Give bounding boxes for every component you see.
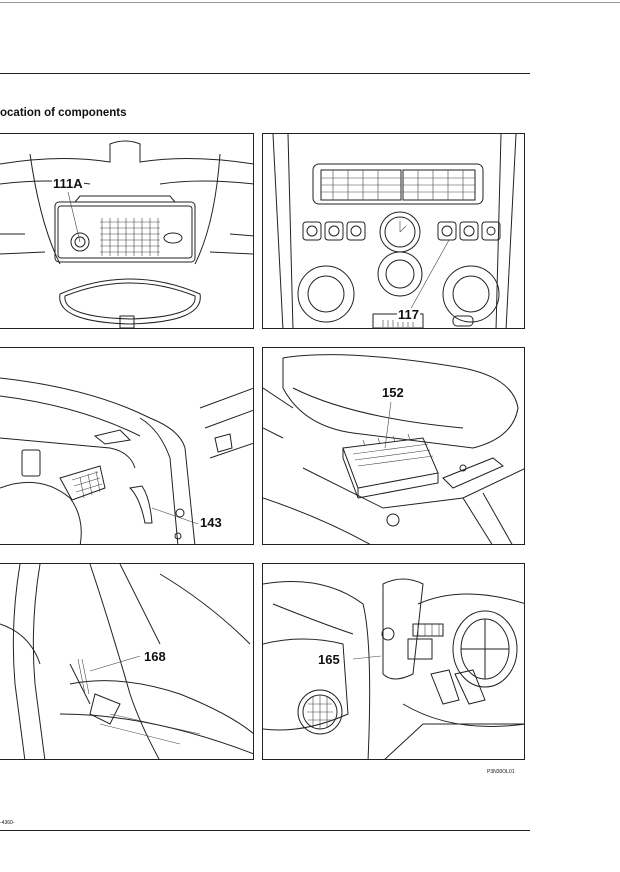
callout-label: 165 [317,652,341,667]
section-title: ocation of components [0,107,127,119]
header-rule [0,73,530,74]
footer-rule [0,830,530,831]
callout-label: 168 [143,649,167,664]
diagram-panel-door-pillar: 168 [0,563,254,760]
diagram-panel-a-pillar: 143 [0,347,254,545]
footer-code: -4360- [0,820,15,826]
callout-label: 111A [52,176,84,191]
diagram-panel-driver-side: 165 [262,563,525,760]
callout-label: 143 [199,515,223,530]
callout-label: 152 [381,385,405,400]
callout-label: 117 [397,307,420,322]
diagram-panel-under-seat: 152 [262,347,525,545]
figure-reference: P3N30OL01 [487,769,515,775]
diagram-panel-dashboard: 117 [262,133,525,329]
diagram-panel-ceiling-light: 111A [0,133,254,329]
top-edge-rule [0,2,620,3]
